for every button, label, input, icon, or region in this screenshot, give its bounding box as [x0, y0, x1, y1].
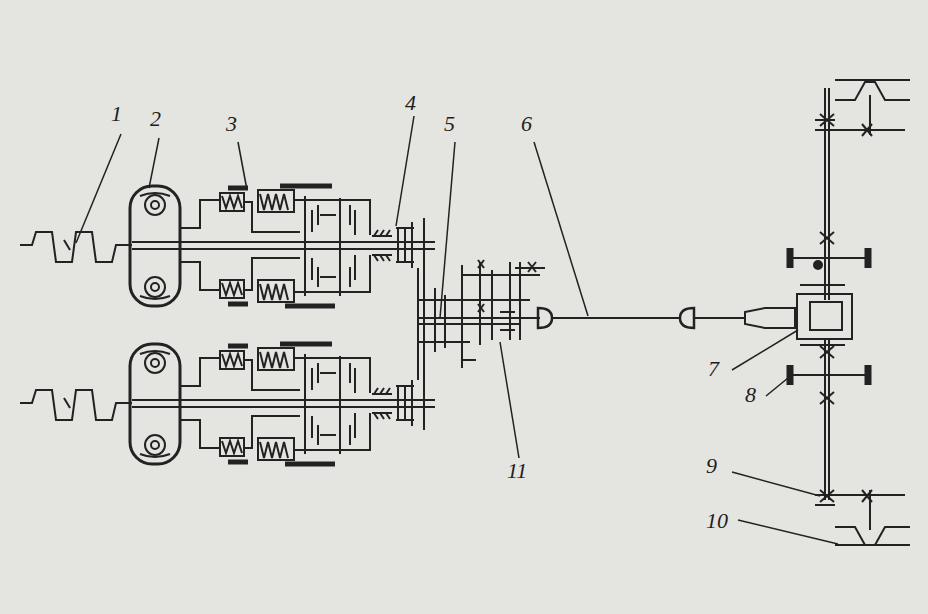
- callout-number: 4: [405, 92, 416, 114]
- callout-number: 1: [111, 103, 122, 125]
- callout-number: 3: [226, 113, 237, 135]
- callout-number: 10: [706, 510, 728, 532]
- callout-number: 9: [706, 455, 717, 477]
- callout-number: 8: [745, 384, 756, 406]
- callout-number: 5: [444, 113, 455, 135]
- callout-number: 2: [150, 108, 161, 130]
- callout-number: 11: [507, 460, 527, 482]
- leader-lines: [76, 116, 838, 544]
- callout-number: 7: [708, 358, 719, 380]
- callout-number: 6: [521, 113, 532, 135]
